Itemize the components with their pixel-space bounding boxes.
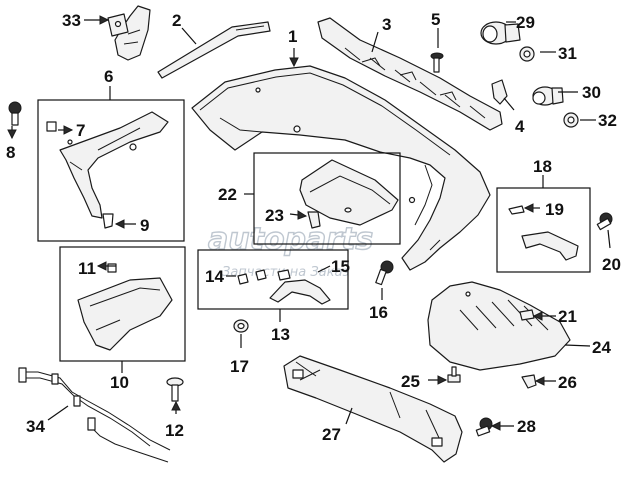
screw-20 xyxy=(596,212,613,231)
callout-27: 27 xyxy=(322,425,341,444)
side-bracket-6 xyxy=(46,111,169,229)
callout-labels: 1 2 3 4 5 6 7 8 9 11 12 13 14 15 16 17 1… xyxy=(6,10,621,444)
arrowheads xyxy=(7,15,545,431)
callout-box-6 xyxy=(37,99,185,242)
callout-8: 8 xyxy=(6,143,15,162)
callout-23: 23 xyxy=(265,206,284,225)
callout-4: 4 xyxy=(515,117,525,136)
callout-10: 10 xyxy=(110,373,129,392)
parking-sensor-30 xyxy=(532,86,564,106)
clip-26 xyxy=(521,374,537,389)
callout-19: 19 xyxy=(545,200,564,219)
reinforcement-beam-27 xyxy=(283,355,463,463)
callout-14: 14 xyxy=(205,267,224,286)
callout-26: 26 xyxy=(558,373,577,392)
callout-15: 15 xyxy=(331,257,350,276)
callout-28: 28 xyxy=(517,417,536,436)
bolt-12 xyxy=(166,377,184,402)
callout-9: 9 xyxy=(140,216,149,235)
callout-25: 25 xyxy=(401,372,420,391)
callout-21: 21 xyxy=(558,307,577,326)
callout-box-13 xyxy=(197,249,349,310)
callout-32: 32 xyxy=(598,111,617,130)
callout-box-22 xyxy=(253,152,401,245)
wiring-harness-34 xyxy=(18,367,171,463)
absorber-bracket-22 xyxy=(299,159,399,226)
callout-29: 29 xyxy=(516,13,535,32)
callout-17: 17 xyxy=(230,357,249,376)
callout-box-18 xyxy=(496,187,591,273)
callout-20: 20 xyxy=(602,255,621,274)
watermark-logo: autoparts xyxy=(208,222,373,257)
callout-30: 30 xyxy=(582,83,601,102)
callout-2: 2 xyxy=(172,11,181,30)
parking-sensor-29 xyxy=(480,21,521,45)
callout-16: 16 xyxy=(369,303,388,322)
callout-1: 1 xyxy=(288,27,297,46)
bracket-10 xyxy=(77,263,173,351)
screw-16 xyxy=(375,260,394,286)
callout-22: 22 xyxy=(218,185,237,204)
screw-8 xyxy=(8,101,22,126)
sensor-bracket-4 xyxy=(491,79,508,105)
bolt-25 xyxy=(447,366,461,383)
callout-3: 3 xyxy=(382,15,391,34)
callout-24: 24 xyxy=(592,338,611,357)
bracket-13 xyxy=(237,269,331,305)
callout-31: 31 xyxy=(558,44,577,63)
nut-17 xyxy=(233,319,249,333)
clip-23 xyxy=(307,211,321,229)
screw-5 xyxy=(430,52,444,73)
callout-33: 33 xyxy=(62,11,81,30)
callout-18: 18 xyxy=(533,157,552,176)
callout-7: 7 xyxy=(76,121,85,140)
callout-6: 6 xyxy=(104,67,113,86)
bracket-19 xyxy=(508,205,579,261)
callout-13: 13 xyxy=(271,325,290,344)
side-bracket-33 xyxy=(107,5,151,61)
reinforcement-strip xyxy=(157,21,271,79)
callout-12: 12 xyxy=(165,421,184,440)
sensor-ring-31 xyxy=(519,46,535,62)
callout-11: 11 xyxy=(78,259,96,278)
callout-34: 34 xyxy=(26,417,45,436)
screw-21 xyxy=(519,309,535,321)
bumper-cover xyxy=(191,65,491,271)
sensor-ring-32 xyxy=(563,112,579,128)
callout-5: 5 xyxy=(431,10,440,29)
skid-plate-24 xyxy=(427,281,571,371)
screw-28 xyxy=(475,417,493,437)
